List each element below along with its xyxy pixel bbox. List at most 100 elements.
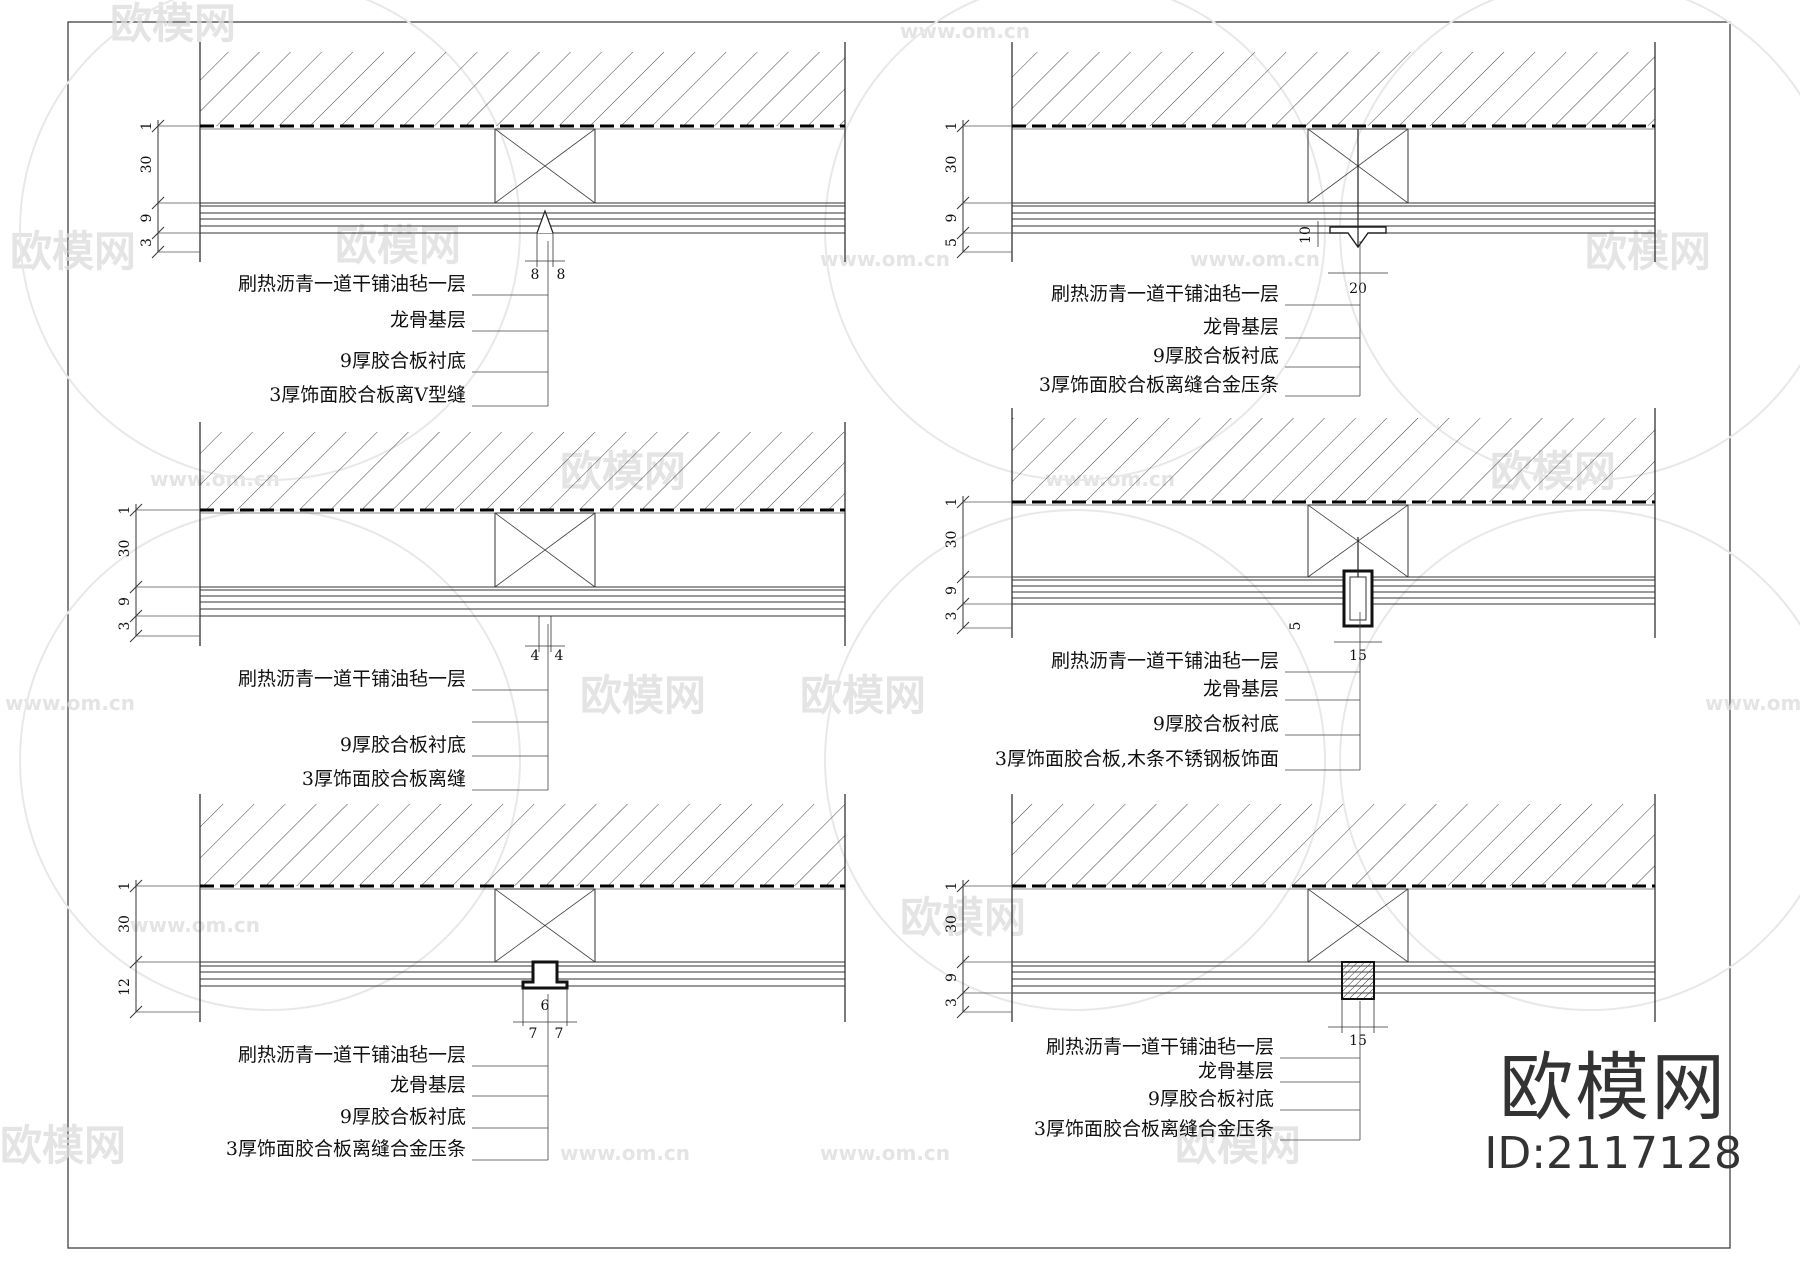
sheet-border xyxy=(67,21,1731,1249)
dimension-label: 9 xyxy=(139,214,155,223)
joint-dimension-label: 4 xyxy=(555,648,564,664)
joint-detail: 15 xyxy=(1328,961,1388,1049)
watermark-circle xyxy=(1339,509,1800,1011)
dimension-label: 3 xyxy=(139,238,155,247)
joint-dimension-label: 15 xyxy=(1349,1033,1367,1049)
dimension-label: 1 xyxy=(117,506,133,515)
dimension-label: 1 xyxy=(117,882,133,891)
concrete-slab xyxy=(1012,52,1655,126)
material-note: 9厚胶合板衬底 xyxy=(1153,713,1279,735)
joint-dimension-label: 7 xyxy=(529,1026,538,1042)
joint-dimension-label: 4 xyxy=(531,648,540,664)
watermark-circle xyxy=(19,509,521,1011)
dimension-label: 3 xyxy=(117,622,133,631)
watermark-text: 欧模网 xyxy=(335,221,461,270)
material-note: 3厚饰面胶合板离缝合金压条 xyxy=(226,1138,466,1160)
dimension-label: 3 xyxy=(944,998,960,1007)
watermark-text: www.om.cn xyxy=(820,247,950,271)
material-note: 3厚饰面胶合板离缝 xyxy=(302,768,466,790)
material-note: 龙骨基层 xyxy=(1203,678,1279,700)
dimension-label: 1 xyxy=(944,498,960,507)
material-note: 3厚饰面胶合板离V型缝 xyxy=(269,384,466,406)
dimension-label: 30 xyxy=(944,531,960,549)
joint-dimension-label: 8 xyxy=(557,267,566,283)
material-note: 刷热沥青一道干铺油毡一层 xyxy=(1051,283,1279,305)
dimension-label: 1 xyxy=(944,882,960,891)
joint-dimension-label: 5 xyxy=(1288,622,1304,631)
material-note: 龙骨基层 xyxy=(1198,1060,1274,1082)
joint-dimension-label: 15 xyxy=(1349,648,1367,664)
watermark-text: www.om.cn xyxy=(130,913,260,937)
joint-dimension-label: 6 xyxy=(541,998,550,1014)
watermark-text: 欧模网 xyxy=(10,227,136,276)
material-note: 9厚胶合板衬底 xyxy=(340,350,466,372)
material-note: 龙骨基层 xyxy=(1203,316,1279,338)
dimension-label: 30 xyxy=(944,156,960,174)
concrete-slab xyxy=(1012,418,1655,502)
joint-dimension-label: 10 xyxy=(1298,226,1314,244)
keel-stud-cross xyxy=(494,512,596,588)
dimension-label: 1 xyxy=(944,122,960,131)
concrete-slab xyxy=(1012,804,1655,886)
left-dimension-chain: 1 30 9 3 xyxy=(944,879,1012,1019)
watermark-logo: 欧模网 xyxy=(1499,1045,1728,1131)
watermark-text: 欧模网 xyxy=(1585,227,1711,276)
dimension-label: 12 xyxy=(117,978,133,996)
material-note: 刷热沥青一道干铺油毡一层 xyxy=(1046,1036,1274,1058)
concrete-slab xyxy=(200,804,845,886)
detail-panel-6: 1 30 9 3 15 xyxy=(944,794,1656,1049)
joint-dimension-label: 7 xyxy=(555,1026,564,1042)
watermark-layer: 欧模网 www.om.cn 欧模网 www.om.cn 欧模网 www.om.cn 欧模网 w… xyxy=(0,0,1800,1170)
dimension-label: 30 xyxy=(139,156,155,174)
material-note: 3厚饰面胶合板,木条不锈钢板饰面 xyxy=(995,748,1279,770)
watermark-text: www.om.cn xyxy=(820,1141,950,1165)
dimension-label: 30 xyxy=(944,915,960,933)
concrete-slab xyxy=(200,432,845,510)
dimension-label: 30 xyxy=(117,540,133,558)
material-note: 刷热沥青一道干铺油毡一层 xyxy=(1051,650,1279,672)
material-note: 9厚胶合板衬底 xyxy=(1148,1088,1274,1110)
material-note: 9厚胶合板衬底 xyxy=(1153,345,1279,367)
watermark-circle xyxy=(824,509,1326,1011)
watermark-text: www.om.cn xyxy=(1190,247,1320,271)
v-groove xyxy=(536,209,554,234)
watermark-brand: 欧模网 ID:2117128 xyxy=(1484,1048,1742,1180)
material-note: 龙骨基层 xyxy=(390,309,466,331)
material-note: 龙骨基层 xyxy=(390,1074,466,1096)
material-note: 3厚饰面胶合板离缝合金压条 xyxy=(1039,374,1279,396)
watermark-text: 欧模网 xyxy=(110,0,236,48)
watermark-text: www.om.cn xyxy=(1705,691,1800,715)
dimension-label: 9 xyxy=(944,973,960,982)
material-note: 9厚胶合板衬底 xyxy=(340,1106,466,1128)
concrete-slab xyxy=(200,52,845,126)
wood-strip-steel-channel xyxy=(1342,569,1374,628)
joint-detail: 67 7 xyxy=(513,960,577,1042)
dimension-label: 3 xyxy=(944,612,960,621)
alloy-block-strip xyxy=(1341,961,1375,1000)
keel-stud-cross xyxy=(494,128,596,204)
material-note: 刷热沥青一道干铺油毡一层 xyxy=(238,1044,466,1066)
joint-detail: 5 15 xyxy=(1288,537,1382,664)
material-note: 3厚饰面胶合板离缝合金压条 xyxy=(1034,1118,1274,1140)
watermark-text: 欧模网 xyxy=(580,671,706,720)
keel-stud-cross xyxy=(1307,888,1409,963)
